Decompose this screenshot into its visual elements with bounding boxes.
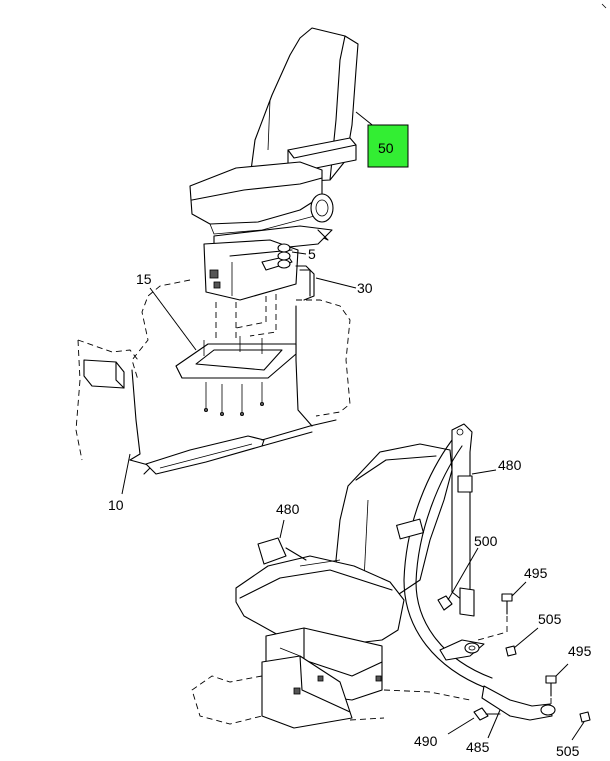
seat-assembly-bottom: [191, 443, 471, 729]
part-480-upper-belt: 480: [396, 423, 522, 689]
callout-480-upper: 480: [498, 457, 522, 473]
part-500-bolt: 500: [437, 533, 498, 611]
callout-5: 5: [308, 246, 316, 262]
callout-480-buckle: 480: [276, 501, 300, 517]
callout-505-lower: 505: [556, 743, 580, 759]
floor-panel: [75, 279, 351, 475]
anchor-plate-upper: [439, 639, 485, 661]
callout-30: 30: [357, 280, 373, 296]
callout-500: 500: [474, 533, 498, 549]
part-5-grommet: 5: [277, 243, 316, 269]
part-480-buckle: 480: [257, 501, 307, 565]
callout-495-upper: 495: [524, 565, 548, 581]
part-505-upper-nut: 505: [505, 611, 562, 657]
callout-505-upper: 505: [538, 611, 562, 627]
callout-50-highlight: [367, 124, 409, 168]
part-485-anchor: 485: [466, 685, 556, 755]
callout-15: 15: [136, 271, 152, 287]
part-490-bolt: 490: [414, 707, 501, 749]
part-10: 10: [108, 453, 131, 513]
part-30-hose: 30: [295, 265, 373, 301]
part-495-lower-bolt: 495: [539, 643, 592, 719]
seat-assembly-top: 50: [189, 27, 409, 253]
part-15-frame: 15: [136, 271, 297, 416]
callout-50: 50: [378, 140, 394, 156]
part-505-lower-nut: 505: [556, 711, 591, 759]
callout-495-lower: 495: [568, 643, 592, 659]
callout-10: 10: [108, 497, 124, 513]
callout-485: 485: [466, 739, 490, 755]
part-495-upper-bolt: 495: [465, 565, 548, 651]
callout-490: 490: [414, 733, 438, 749]
